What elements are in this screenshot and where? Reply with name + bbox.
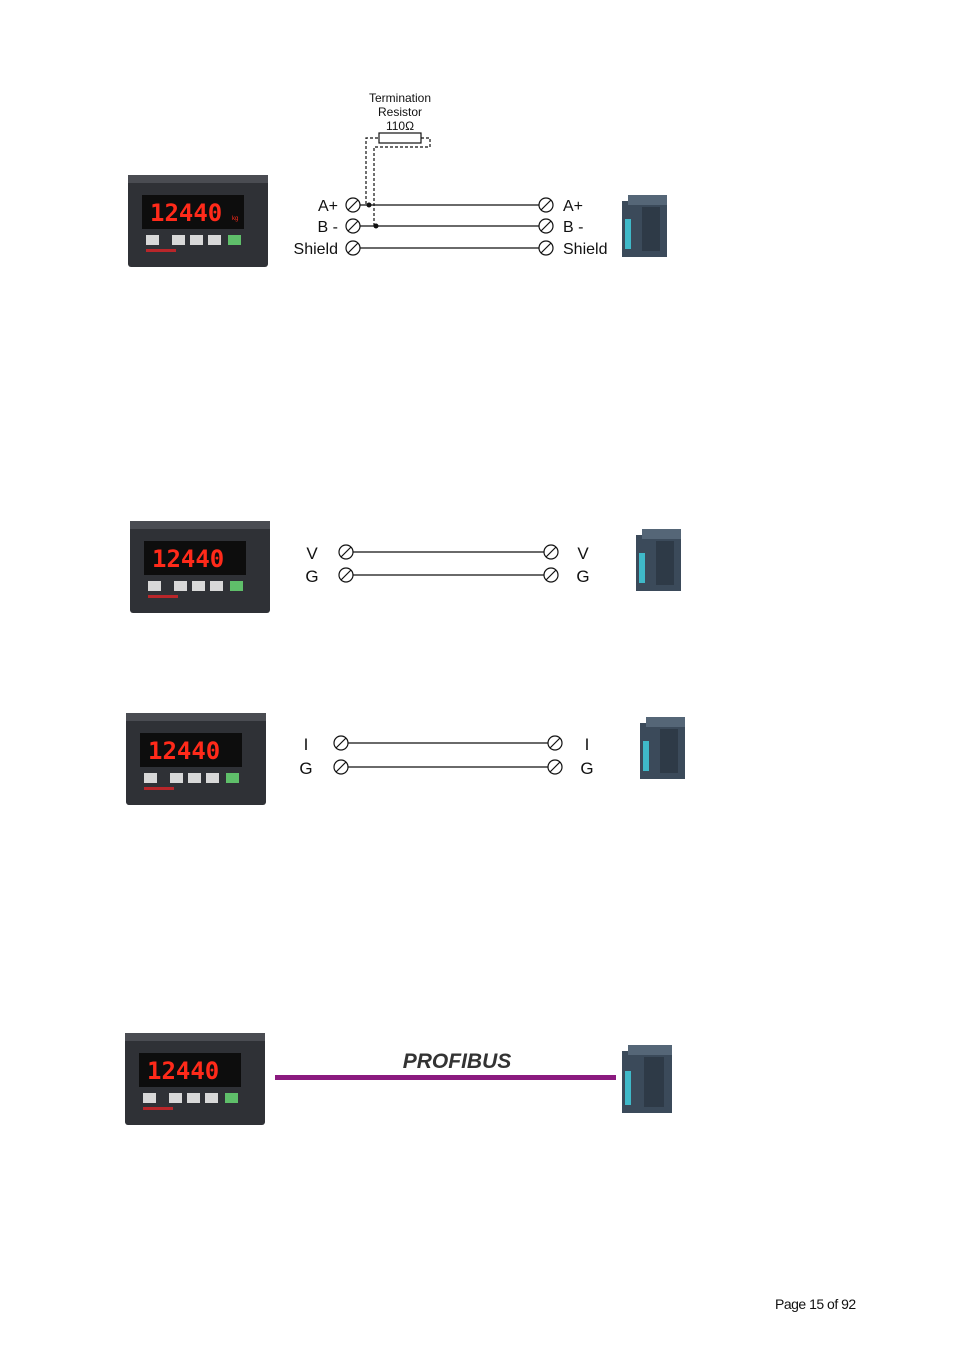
junction-dot (374, 224, 379, 229)
plc-module-image (622, 1045, 672, 1113)
weight-indicator-image: 12440 (130, 521, 270, 613)
weight-indicator-image: 12440 (126, 713, 266, 805)
junction-dot (367, 203, 372, 208)
terminal-screw-icon (346, 241, 360, 255)
weight-indicator-image: 12440 (125, 1033, 265, 1125)
right-label-v: V (577, 544, 589, 563)
right-label-g: G (576, 567, 589, 586)
resistor-value: 110Ω (386, 119, 414, 133)
terminal-screw-icon (346, 198, 360, 212)
current-diagram-svg: 12440 I G I G (0, 705, 955, 815)
terminal-screw-icon (339, 568, 353, 582)
right-label-b: B - (563, 219, 583, 236)
terminal-screw-icon (334, 760, 348, 774)
meter-display-value: 12440 (150, 199, 222, 227)
plc-module-image (622, 195, 667, 257)
page-number: Page 15 of 92 (775, 1296, 885, 1312)
terminal-screw-icon (539, 198, 553, 212)
left-label-v: V (306, 544, 318, 563)
left-label-b: B - (318, 219, 338, 236)
left-label-shield: Shield (294, 241, 338, 258)
profibus-diagram: 12440 PROFIBUS (0, 1025, 955, 1135)
right-label-a: A+ (563, 198, 583, 215)
terminal-screw-icon (548, 736, 562, 750)
terminal-screw-icon (334, 736, 348, 750)
meter-display-value: 12440 (147, 1057, 219, 1085)
terminal-screw-icon (544, 568, 558, 582)
right-label-i: I (585, 735, 590, 754)
left-label-i: I (304, 735, 309, 754)
terminal-screw-icon (539, 219, 553, 233)
profibus-cable-line (275, 1075, 616, 1080)
left-label-g: G (305, 567, 318, 586)
resistor-dashed-link (366, 138, 430, 226)
meter-display-value: 12440 (152, 545, 224, 573)
resistor-title-line2: Resistor (378, 105, 422, 119)
profibus-label: PROFIBUS (403, 1050, 512, 1073)
voltage-diagram-svg: 12440 V G V G (0, 515, 955, 625)
terminal-screw-icon (548, 760, 562, 774)
terminal-screw-icon (346, 219, 360, 233)
rs485-diagram-svg: 12440 kg Termination Resistor 110Ω (0, 80, 955, 280)
resistor-title-line1: Termination (369, 91, 431, 105)
rs485-wiring-diagram: 12440 kg Termination Resistor 110Ω (0, 80, 955, 280)
right-label-g: G (580, 759, 593, 778)
left-label-g: G (299, 759, 312, 778)
plc-module-image (640, 717, 685, 779)
meter-display-unit: kg (232, 216, 238, 222)
weight-indicator-image: 12440 kg (128, 175, 268, 267)
plc-module-image (636, 529, 681, 591)
meter-display-value: 12440 (148, 737, 220, 765)
terminal-screw-icon (544, 545, 558, 559)
voltage-output-diagram: 12440 V G V G (0, 515, 955, 625)
profibus-diagram-svg: 12440 PROFIBUS (0, 1025, 955, 1135)
termination-resistor-symbol (379, 133, 421, 143)
left-label-a: A+ (318, 198, 338, 215)
terminal-screw-icon (539, 241, 553, 255)
current-output-diagram: 12440 I G I G (0, 705, 955, 815)
terminal-screw-icon (339, 545, 353, 559)
right-label-shield: Shield (563, 241, 607, 258)
